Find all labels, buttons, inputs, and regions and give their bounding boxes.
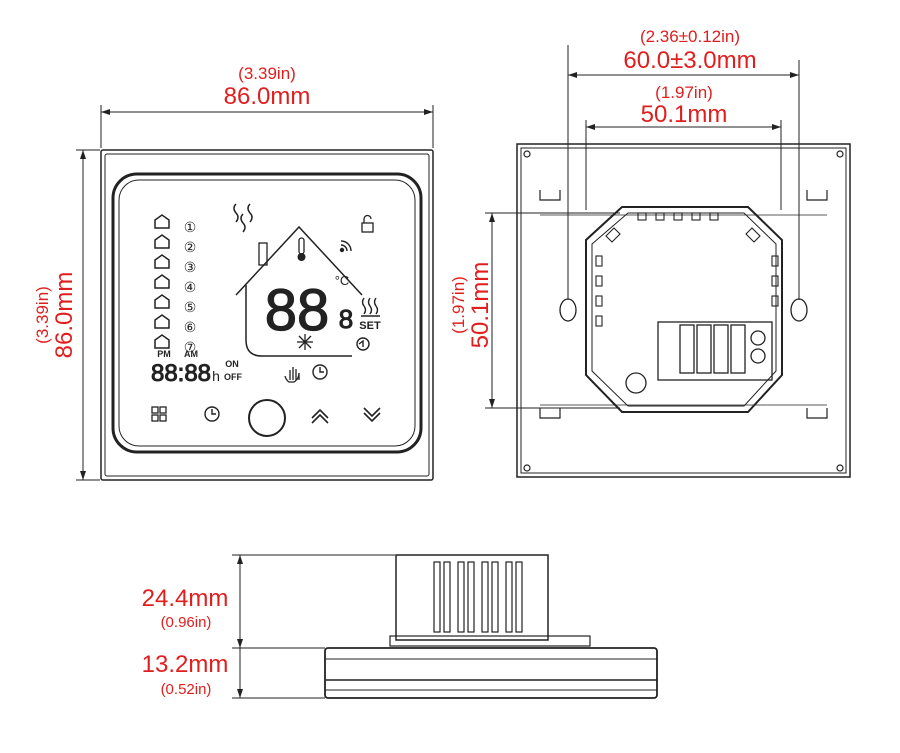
- front-width-mm: 86.0mm: [224, 83, 311, 110]
- side-view: 24.4mm (0.96in) 13.2mm (0.52in): [142, 554, 658, 699]
- left-mount-hole: [559, 298, 577, 322]
- back-outer-width-mm: 60.0±3.0mm: [623, 47, 756, 74]
- back-inner-width-in: (1.97in): [655, 83, 713, 102]
- steam-icon: [233, 203, 253, 233]
- set-label: SET: [359, 320, 381, 332]
- zone-5-label: ⑤: [184, 299, 197, 315]
- front-width-dimension: (3.39in) 86.0mm: [100, 64, 434, 148]
- clock-icon: [312, 364, 328, 380]
- terminal-block: [657, 321, 773, 381]
- am-label: AM: [184, 349, 198, 359]
- thermometer-icon: [297, 237, 306, 261]
- hour-suffix: h: [212, 368, 220, 384]
- lcd-display: ① ② ③ ④ ⑤ ⑥ ⑦: [150, 203, 381, 388]
- side-base-mm: 13.2mm: [142, 651, 229, 678]
- back-outer-width-dimension: (2.36±0.12in) 60.0±3.0mm: [567, 27, 800, 300]
- house-outline-icon: [235, 225, 363, 296]
- side-back-box: [395, 554, 549, 641]
- front-outer-frame: [100, 149, 434, 481]
- wifi-icon: [339, 240, 352, 253]
- back-height-mm: 50.1mm: [467, 262, 494, 349]
- on-label: ON: [225, 359, 239, 369]
- side-front-panel: [324, 647, 658, 699]
- back-outer-width-in: (2.36±0.12in): [640, 27, 740, 46]
- up-arrow-icon[interactable]: [311, 408, 329, 424]
- back-screw-hole: [625, 372, 647, 394]
- side-depth-in: (0.96in): [161, 614, 212, 631]
- zone-7-label: ⑦: [184, 339, 197, 355]
- back-module-octagon: [585, 206, 783, 413]
- side-terminals: [433, 561, 523, 633]
- zone-6-label: ⑥: [184, 319, 197, 335]
- temperature-decimal-digit: 8: [339, 304, 353, 334]
- lock-icon: [361, 214, 374, 233]
- front-height-dimension: (3.39in) 86.0mm: [33, 149, 100, 481]
- temperature-digits: 88: [265, 278, 330, 343]
- back-view: (2.36±0.12in) 60.0±3.0mm (1.97in) 50.1mm…: [449, 27, 851, 478]
- screw-hole-icon: [523, 150, 844, 472]
- touch-buttons: [151, 399, 381, 437]
- clock-button-icon[interactable]: [204, 406, 220, 422]
- front-inner-frame: [104, 153, 430, 477]
- temperature-unit: °C: [335, 273, 350, 288]
- back-inner-width-mm: 50.1mm: [641, 101, 728, 128]
- side-base-in: (0.52in): [161, 681, 212, 698]
- front-height-in: (3.39in): [33, 286, 52, 344]
- side-depth-mm: 24.4mm: [142, 585, 229, 612]
- cycle-icon: [356, 337, 370, 351]
- hand-icon: [284, 367, 300, 383]
- zone-1-label: ①: [184, 219, 197, 235]
- heating-icon: [361, 297, 380, 317]
- front-height-mm: 86.0mm: [51, 272, 78, 359]
- clock-digits: 88:88: [151, 360, 211, 387]
- off-label: OFF: [224, 372, 242, 382]
- back-inner-width-dimension: (1.97in) 50.1mm: [585, 83, 782, 210]
- back-height-dimension: (1.97in) 50.1mm: [449, 212, 620, 409]
- front-view: (3.39in) 86.0mm (3.39in) 86.0mm: [33, 64, 434, 481]
- back-height-in: (1.97in): [449, 276, 468, 334]
- menu-icon[interactable]: [151, 406, 167, 422]
- zone-3-label: ③: [184, 259, 197, 275]
- front-glass-panel: [111, 172, 423, 454]
- snowflake-icon: [297, 334, 313, 350]
- front-width-in: (3.39in): [238, 64, 296, 83]
- zone-4-label: ④: [184, 279, 197, 295]
- zone-2-label: ②: [184, 239, 197, 255]
- pm-label: PM: [157, 349, 171, 359]
- zone-icons: ① ② ③ ④ ⑤ ⑥ ⑦: [154, 214, 197, 355]
- power-button-icon[interactable]: [248, 399, 286, 437]
- right-mount-hole: [790, 298, 808, 322]
- house-icon: [154, 214, 170, 349]
- down-arrow-icon[interactable]: [363, 407, 381, 423]
- back-plate: [516, 143, 851, 478]
